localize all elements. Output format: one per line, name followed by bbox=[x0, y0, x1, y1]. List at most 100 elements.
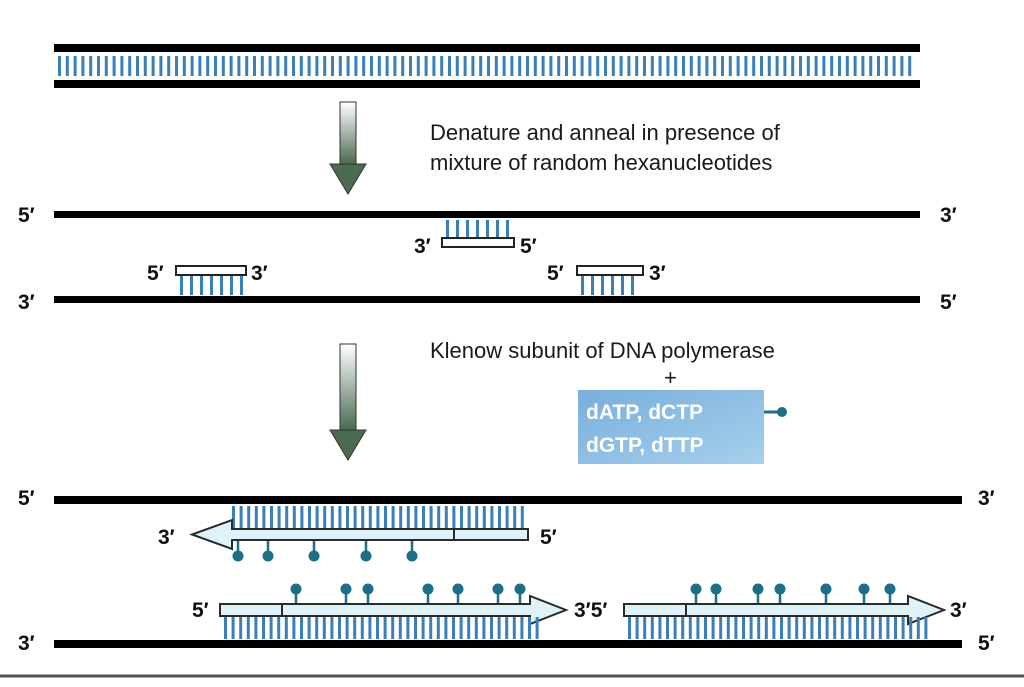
base-pair-rung bbox=[182, 56, 186, 76]
base-pair-rung bbox=[479, 56, 483, 76]
new-strand-rung bbox=[231, 617, 235, 639]
new-strand-rung bbox=[863, 617, 867, 639]
base-pair-rung bbox=[877, 56, 880, 76]
labeled-nucleotide-dot bbox=[690, 583, 702, 595]
base-pair-rung bbox=[487, 56, 490, 76]
new-strand-rung bbox=[520, 617, 524, 639]
new-strand-rung bbox=[497, 617, 501, 639]
new-strand-rung bbox=[284, 617, 288, 639]
base-pair-rung bbox=[658, 56, 662, 76]
new-strand-rung bbox=[232, 506, 235, 529]
labeled-nucleotide-dot bbox=[308, 550, 320, 562]
new-strand-rung bbox=[429, 506, 433, 529]
new-strand-rung bbox=[270, 506, 273, 529]
bottom-strand-3prime-label: 3′ bbox=[18, 291, 35, 314]
new-strand-rung bbox=[246, 617, 250, 639]
primer3-3prime-label: 3′ bbox=[649, 262, 666, 285]
base-pair-rung bbox=[424, 56, 428, 76]
labeled-nucleotide-dot bbox=[362, 583, 374, 595]
primer-rung bbox=[446, 220, 449, 238]
base-pair-rung bbox=[510, 56, 514, 76]
base-pair-rung bbox=[526, 56, 529, 76]
process-arrow-1 bbox=[329, 101, 367, 195]
base-pair-rung bbox=[838, 56, 841, 76]
base-pair-rung bbox=[245, 56, 249, 76]
base-pair-rung bbox=[229, 56, 233, 76]
base-pair-rung bbox=[206, 56, 210, 76]
labeled-nucleotide-dot bbox=[452, 583, 464, 595]
base-pair-rung bbox=[666, 56, 670, 76]
reagent-line2: dGTP, dTTP bbox=[586, 434, 703, 457]
base-pair-rung bbox=[775, 56, 779, 76]
labeled-nucleotide-dot bbox=[232, 550, 244, 562]
bottom2-5prime-label: 5′ bbox=[978, 632, 995, 655]
primer-rung bbox=[240, 276, 243, 295]
new-strand-rung bbox=[422, 506, 425, 529]
plus-sign: + bbox=[664, 365, 677, 390]
primer-rung bbox=[210, 276, 213, 295]
primer-rung bbox=[456, 220, 459, 238]
base-pair-rung bbox=[596, 56, 600, 76]
hexamer-primer-2: 5′ 3′ bbox=[147, 262, 268, 295]
new-strand-rung bbox=[810, 617, 814, 639]
new-strand-rung bbox=[308, 506, 311, 529]
new-strand-rung bbox=[825, 617, 829, 639]
new-strand-rung bbox=[330, 506, 334, 529]
new-strand-rung bbox=[658, 617, 662, 639]
base-pair-rung bbox=[533, 56, 537, 76]
base-pair-rung bbox=[619, 56, 623, 76]
base-pair-rung bbox=[728, 56, 732, 76]
base-pair-rung bbox=[643, 56, 646, 76]
primer-rung bbox=[601, 276, 604, 295]
new-strand-rung bbox=[742, 617, 745, 639]
base-pair-rung bbox=[362, 56, 366, 76]
labeled-nucleotide-dot bbox=[492, 583, 504, 595]
new-strand-rung bbox=[635, 617, 639, 639]
primer-rung bbox=[466, 220, 469, 238]
new-strand-2: 5′ bbox=[192, 583, 569, 639]
base-pair-rung bbox=[175, 56, 178, 76]
new-strand-rung bbox=[643, 617, 647, 639]
primer-rung bbox=[506, 220, 509, 238]
new-strand-rung bbox=[307, 617, 311, 639]
base-pair-rung bbox=[299, 56, 303, 76]
base-pair-rung bbox=[845, 56, 849, 76]
step1-text-line1: Denature and anneal in presence of bbox=[430, 120, 781, 145]
labeled-nucleotide-dot bbox=[884, 583, 896, 595]
new-strand-rung bbox=[353, 617, 357, 639]
new-strand-rung bbox=[429, 617, 433, 639]
new-strand-rung bbox=[323, 506, 327, 529]
base-pair-rung bbox=[814, 56, 818, 76]
base-pair-rung bbox=[471, 56, 475, 76]
new-strand-rung bbox=[520, 506, 524, 529]
base-pair-rung bbox=[112, 56, 116, 76]
base-pair-rung bbox=[580, 56, 584, 76]
new1-3prime-label: 3′ bbox=[158, 526, 175, 549]
new-strand-rung bbox=[467, 617, 471, 639]
new-strand-rung bbox=[681, 617, 685, 639]
primer-rung bbox=[220, 276, 223, 295]
base-pair-rung bbox=[611, 56, 615, 76]
process-arrow-2 bbox=[329, 343, 367, 461]
new-strand-rung bbox=[292, 506, 296, 529]
new-strand-rung bbox=[444, 506, 448, 529]
new-strand-rung bbox=[833, 617, 837, 639]
hexamer-primer-3: 5′ 3′ bbox=[547, 262, 666, 295]
base-pair-rung bbox=[354, 56, 358, 76]
new-strand-rung bbox=[704, 617, 707, 639]
new-strand-rung bbox=[474, 617, 478, 639]
new-strand-rung bbox=[901, 617, 905, 639]
new-strand-rung bbox=[871, 617, 875, 639]
labeled-nucleotide-dot bbox=[340, 583, 352, 595]
base-pair-rung bbox=[237, 56, 241, 76]
base-pair-rung bbox=[565, 56, 568, 76]
base-pair-rung bbox=[81, 56, 85, 76]
new-strand-rung bbox=[475, 506, 479, 529]
new-strand-rung bbox=[666, 617, 669, 639]
new-strand-rung bbox=[353, 506, 357, 529]
template-top-strand bbox=[54, 44, 920, 52]
new2-5prime-label: 5′ bbox=[192, 599, 209, 622]
primer-rung bbox=[631, 276, 634, 295]
base-pair-rung bbox=[409, 56, 412, 76]
base-pair-rung bbox=[799, 56, 802, 76]
